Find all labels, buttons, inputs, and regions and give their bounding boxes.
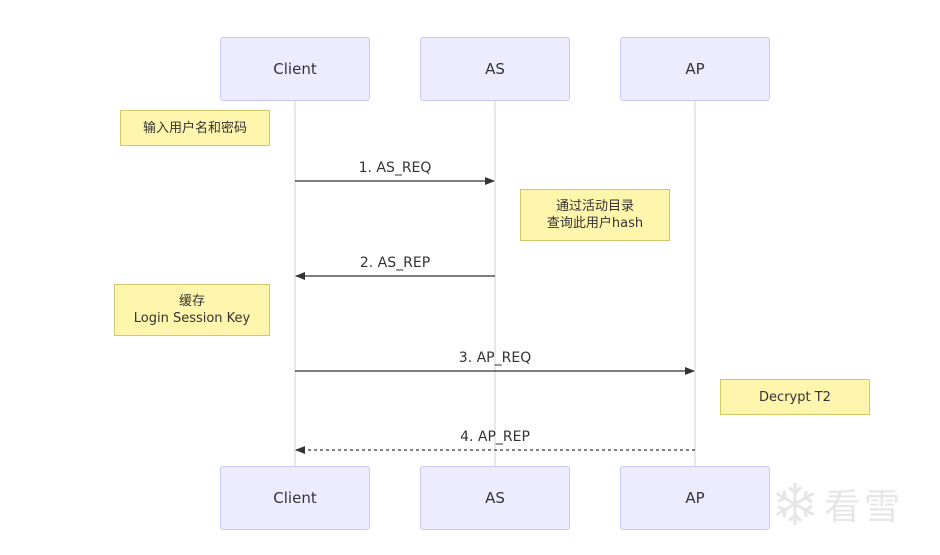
actor-as-top: AS (420, 37, 570, 101)
snowflake-icon (776, 482, 814, 526)
actor-ap-bottom: AP (620, 466, 770, 530)
actor-ap-top: AP (620, 37, 770, 101)
note-query-hash: 通过活动目录 查询此用户hash (520, 189, 670, 241)
actor-as-label: AS (485, 489, 505, 507)
note-text: 输入用户名和密码 (142, 120, 247, 136)
actor-client-label: Client (273, 489, 317, 507)
note-text: 查询此用户hash (546, 216, 644, 231)
note-text: Login Session Key (133, 311, 251, 326)
actor-as-bottom: AS (420, 466, 570, 530)
actor-ap-label: AP (685, 489, 705, 507)
note-enter-credentials: 输入用户名和密码 (120, 110, 270, 146)
watermark: 看雪 (772, 478, 904, 530)
message-label-ap-rep: 4. AP_REP (460, 429, 530, 445)
actor-client-top: Client (220, 37, 370, 101)
actor-as-label: AS (485, 60, 505, 78)
note-decrypt-t2: Decrypt T2 (720, 379, 870, 415)
note-cache-session-key: 缓存 Login Session Key (114, 284, 270, 336)
message-label-as-req: 1. AS_REQ (358, 160, 432, 176)
watermark-text: 看雪 (824, 487, 905, 528)
actor-client-bottom: Client (220, 466, 370, 530)
message-label-as-rep: 2. AS_REP (359, 255, 431, 271)
note-text: 缓存 (178, 294, 205, 309)
note-text: Decrypt T2 (759, 389, 831, 405)
message-label-ap-req: 3. AP_REQ (458, 350, 532, 366)
actor-client-label: Client (273, 60, 317, 78)
note-text: 通过活动目录 (555, 199, 634, 214)
actor-ap-label: AP (685, 60, 705, 78)
